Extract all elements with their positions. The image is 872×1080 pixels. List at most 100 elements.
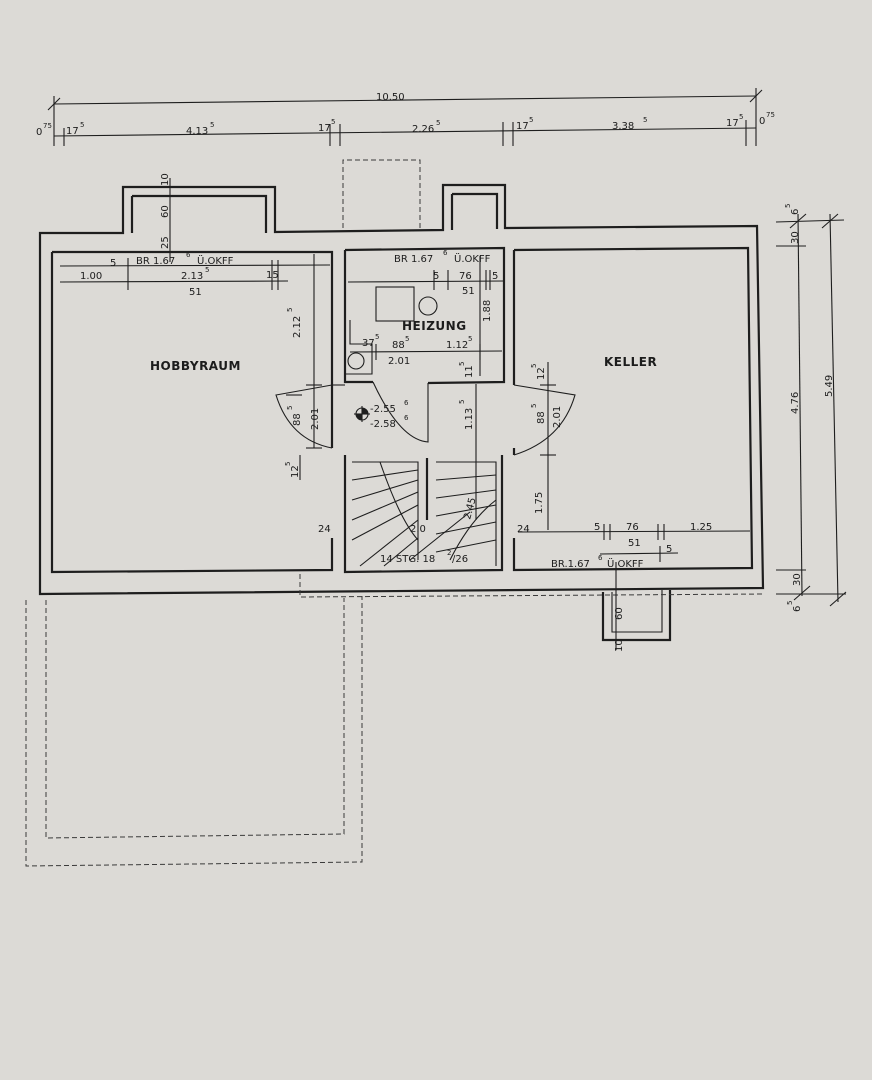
- dim-hobby-br-suffix: Ü.OKFF: [197, 254, 234, 267]
- room-label-hobbyraum: HOBBYRAUM: [150, 359, 241, 373]
- dim-heizung-112: 1.12: [446, 340, 468, 351]
- stairs-label: 14 STG. 18: [380, 554, 435, 565]
- flur-level-2: -2.58: [370, 419, 396, 430]
- dim-hobby-88: 88: [292, 413, 303, 426]
- room-label-heizung: HEIZUNG: [402, 319, 467, 333]
- stairs-label-sup: 2: [447, 549, 451, 557]
- stair-walls: [343, 455, 504, 574]
- dim-heizung-br: BR 1.67: [394, 254, 433, 265]
- heizung-dimension-lines: [347, 256, 505, 376]
- dim-175-c: 17: [516, 121, 529, 132]
- dim-413: 4.13: [186, 126, 208, 137]
- dim-heizung-br-sup: 6: [443, 249, 448, 257]
- dim-keller-5-left: 5: [594, 522, 600, 533]
- dim-413-sup: 5: [210, 121, 214, 129]
- dim-keller-br-sup: 6: [598, 554, 603, 562]
- dim-075-right-sup: 75: [766, 111, 775, 119]
- flur-level-1: -2.55: [370, 404, 396, 415]
- keller-walls: [512, 246, 754, 572]
- dim-hobby-shaft-25: 25: [160, 236, 171, 249]
- dim-65-bottom: 6: [792, 606, 803, 612]
- dim-hobby-br: BR 1.67: [136, 256, 175, 267]
- dim-65-top: 6: [790, 209, 801, 215]
- dim-flur-113: 1.13: [464, 408, 475, 430]
- dim-075-left: 0: [36, 127, 42, 138]
- dim-keller-shaft-60: 60: [614, 607, 625, 620]
- dim-heizung-188: 1.88: [482, 300, 493, 322]
- dim-hobby-201: 2.01: [310, 408, 321, 430]
- dim-30-top: 30: [790, 231, 801, 244]
- right-dimension-lines: [775, 213, 847, 607]
- dim-65-top-sup: 5: [784, 204, 792, 208]
- dim-keller-24: 24: [517, 524, 530, 535]
- dashed-projection-top: [342, 159, 421, 228]
- hobbyraum-dimension-lines: [59, 178, 331, 480]
- dim-hobby-88-sup: 5: [286, 406, 294, 410]
- dim-keller-br-suffix: Ü.OKFF: [607, 557, 644, 570]
- dim-hobby-shaft-60: 60: [160, 205, 171, 218]
- outer-walls: [38, 183, 765, 596]
- dim-keller-51: 51: [628, 538, 641, 549]
- dim-keller-201: 2.01: [552, 406, 563, 428]
- dashed-terrace: [25, 574, 765, 867]
- dim-hobby-15: 15: [266, 270, 279, 281]
- flur-level-marker: [354, 384, 477, 520]
- dim-075-left-sup: 75: [43, 122, 52, 130]
- dim-hobby-51: 51: [189, 287, 202, 298]
- dim-hobby-212-sup: 5: [286, 308, 294, 312]
- dim-175-a-sup: 5: [80, 121, 84, 129]
- dim-hobby-br-sup: 6: [186, 251, 191, 259]
- dim-hobby-12-sup: 5: [284, 462, 292, 466]
- stairs-dim-20: 2.0: [410, 524, 426, 535]
- flur-level-1-sup: 6: [404, 399, 409, 407]
- room-label-keller: KELLER: [604, 355, 657, 369]
- dim-338-sup: 5: [643, 116, 647, 124]
- dim-175-b-sup: 5: [331, 118, 335, 126]
- dim-075-right: 0: [759, 116, 765, 127]
- dim-heizung-88-sup: 5: [405, 335, 409, 343]
- dim-flur-113-sup: 5: [458, 400, 466, 404]
- heizung-walls: [343, 246, 506, 385]
- dim-heizung-112-sup: 5: [468, 335, 472, 343]
- dim-heizung-201: 2.01: [388, 356, 410, 367]
- dim-476: 4.76: [790, 392, 801, 414]
- flur-level-2-sup: 6: [404, 414, 409, 422]
- dim-keller-88: 88: [536, 411, 547, 424]
- dim-keller-175: 1.75: [534, 492, 545, 514]
- stairs-label-suffix: /26: [452, 554, 468, 565]
- dim-heizung-5-left: 5: [433, 271, 439, 282]
- dim-keller-125: 1.25: [690, 522, 712, 533]
- dim-226-sup: 5: [436, 119, 440, 127]
- dim-heizung-5-right: 5: [492, 271, 498, 282]
- dim-heizung-11-sup: 5: [458, 362, 466, 366]
- keller-dimension-lines: [517, 362, 751, 650]
- dim-hobby-12: 12: [290, 465, 301, 478]
- dim-heizung-37-sup: 5: [375, 333, 379, 341]
- dim-heizung-br-suffix: Ü.OKFF: [454, 252, 491, 265]
- keller-light-shaft: [601, 590, 672, 642]
- dim-keller-76: 76: [626, 522, 639, 533]
- dim-keller-88-sup: 5: [530, 404, 538, 408]
- dim-heizung-11: 11: [464, 365, 475, 378]
- dim-keller-shaft-10: 10: [614, 639, 625, 652]
- dim-338: 3.38: [612, 121, 634, 132]
- door-swings: [275, 381, 576, 456]
- dim-175-a: 17: [66, 126, 79, 137]
- dim-heizung-88: 88: [392, 340, 405, 351]
- dim-hobby-5: 5: [110, 258, 116, 269]
- dim-heizung-76: 76: [459, 271, 472, 282]
- dim-30-bottom: 30: [792, 573, 803, 586]
- dim-heizung-51: 51: [462, 286, 475, 297]
- dim-keller-12: 12: [536, 367, 547, 380]
- dim-175-d: 17: [726, 118, 739, 129]
- dim-175-c-sup: 5: [529, 116, 533, 124]
- dim-175-b: 17: [318, 123, 331, 134]
- dim-total-width: 10.50: [376, 92, 405, 103]
- dim-175-d-sup: 5: [739, 113, 743, 121]
- dim-keller-br: BR.1.67: [551, 559, 590, 570]
- dim-65-bottom-sup: 5: [786, 601, 794, 605]
- dim-hobby-shaft-10: 10: [160, 173, 171, 186]
- dim-hobby-100: 1.00: [80, 271, 102, 282]
- dim-hobby-213: 2.13: [181, 271, 203, 282]
